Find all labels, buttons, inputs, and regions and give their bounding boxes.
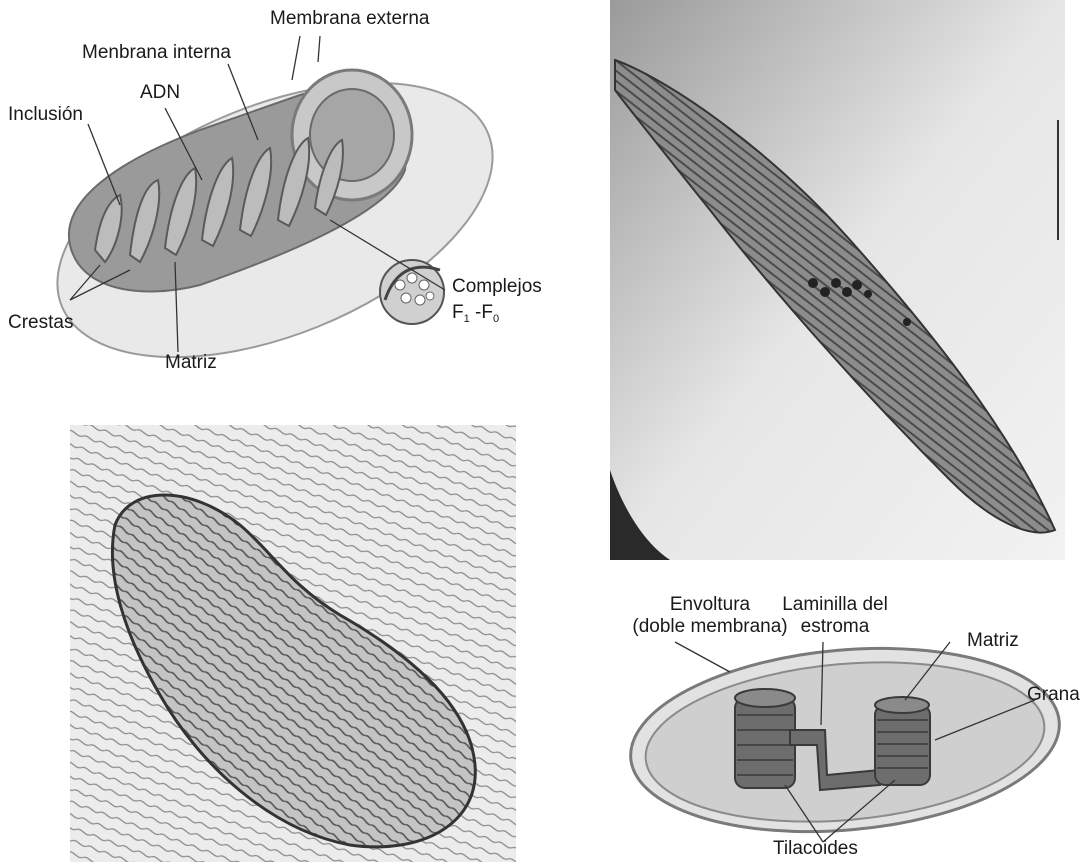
label-f1-f0: F1 -F0 [452,302,499,330]
granum-right [875,697,930,785]
label-inclusion: Inclusión [8,104,83,126]
f0-text: -F [470,302,493,323]
f1-text: F [452,302,464,323]
granum-left [735,689,795,788]
chloroplast-em-drawing [610,0,1065,560]
end-cap-inner [310,89,394,181]
mitochondrion-micrograph [70,425,516,862]
label-stroma-lamella-line1: Laminilla del [765,594,905,616]
label-outer-membrane: Membrana externa [270,8,429,30]
f0-subscript: 0 [493,313,499,325]
label-cristae: Crestas [8,312,73,334]
label-stroma-lamella: Laminilla del estroma [765,594,905,638]
mitochondria-diagram: Membrana externa Menbrana interna ADN In… [0,0,600,400]
label-matrix: Matriz [165,352,217,374]
mitochondrion-em-drawing [70,425,516,862]
label-inner-membrane: Menbrana interna [82,42,231,64]
label-dna: ADN [140,82,180,104]
label-complexes: Complejos [452,276,542,298]
label-grana: Grana [1027,684,1080,706]
label-thylakoids: Tilacoides [773,838,858,860]
chloroplast-micrograph [610,0,1065,560]
label-stroma-lamella-line2: estroma [765,616,905,638]
chloroplast-diagram: Envoltura (doble membrana) Laminilla del… [595,580,1090,862]
label-chloro-matrix: Matriz [967,630,1019,652]
